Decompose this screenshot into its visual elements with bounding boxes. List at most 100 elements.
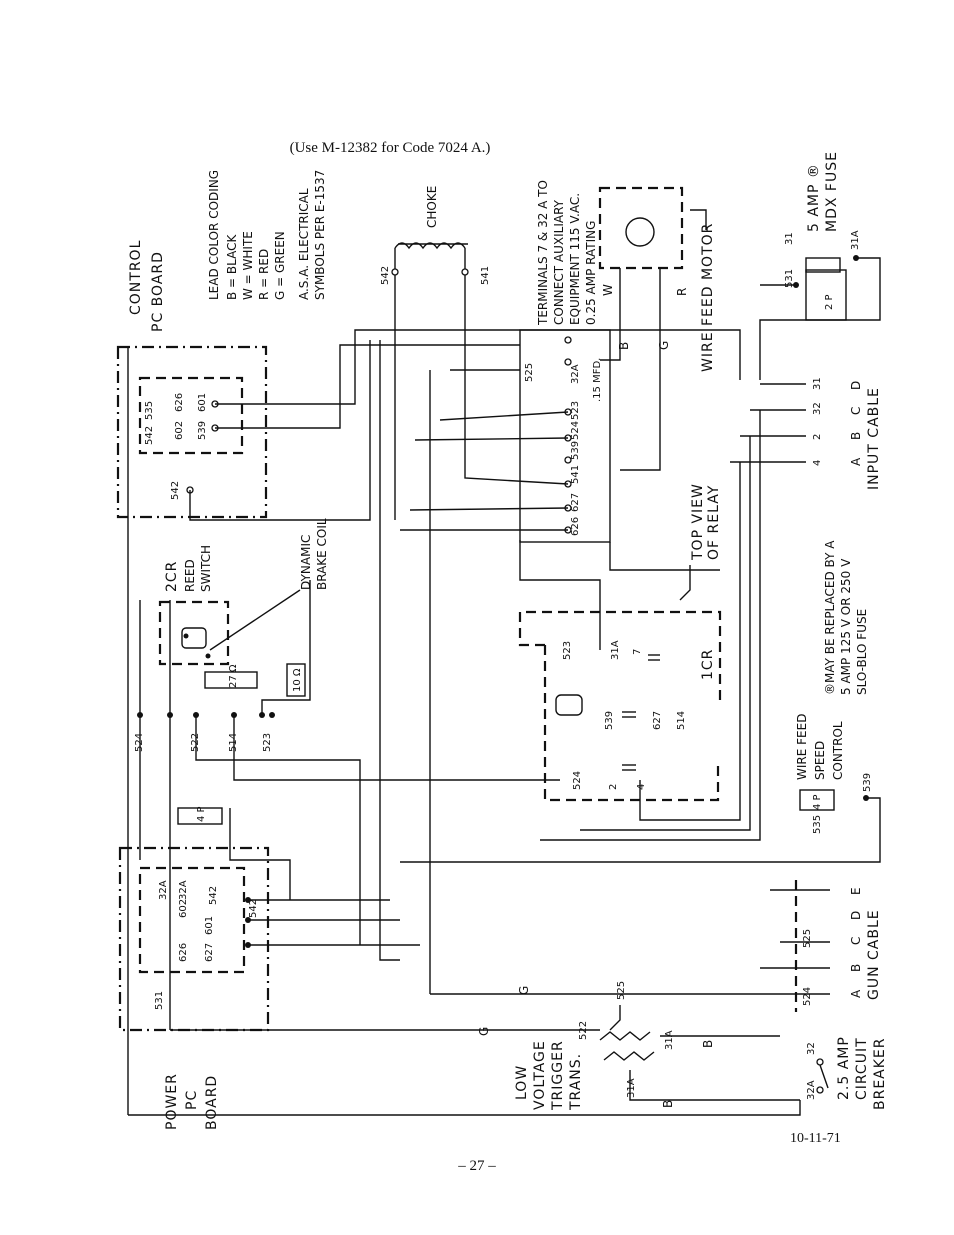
cr1-outline-top <box>518 610 722 705</box>
motor-outline <box>598 186 684 270</box>
input-cable-31: 31 <box>812 377 823 390</box>
breaker-label-3: BREAKER <box>872 1037 888 1110</box>
trans-winding-1 <box>599 1031 651 1041</box>
speed-label-2: SPEED <box>813 741 827 780</box>
relay-label-1: TOP VIEW <box>690 483 706 561</box>
speed-term-539: 539 <box>862 773 873 792</box>
gun-cable-label: GUN CABLE <box>866 909 882 1000</box>
trans-wire-g2: G <box>477 1027 491 1036</box>
asa-note-1: A.S.A. ELECTRICAL <box>297 188 311 300</box>
reed-label-reed: REED <box>183 559 197 592</box>
power-board-title-3: BOARD <box>204 1075 220 1130</box>
brake-coil-symbol <box>181 627 207 649</box>
choke-term-542: 542 <box>380 266 391 285</box>
trans-wire-b2: B <box>661 1100 675 1108</box>
trans-label-1: LOW <box>514 1065 530 1100</box>
input-cable-b: B <box>849 432 863 440</box>
brake-label-1: DYNAMIC <box>299 535 313 590</box>
color-code-black: B = BLACK <box>225 234 239 300</box>
header-note: (Use M-12382 for Code 7024 A.) <box>289 140 491 156</box>
fuse-term-531: 531 <box>784 269 795 288</box>
reed-switch: 2CR REED SWITCH DYNAMIC BRAKE COIL 27 Ω … <box>158 518 329 697</box>
circuit-breaker: 2.5 AMP CIRCUIT BREAKER 32 32A <box>806 1036 888 1110</box>
speed-label-3: CONTROL <box>831 721 845 780</box>
resistor-10-label: 10 Ω <box>292 668 303 692</box>
input-cable: INPUT CABLE D C B A 31 32 2 4 <box>730 377 882 490</box>
trans-term-31a-2: 31A <box>626 1078 637 1098</box>
cb-term-542: 542 <box>144 426 155 445</box>
speed-control: WIRE FEED SPEED CONTROL 4 P 535 539 <box>400 714 881 863</box>
small-4p-label: 4 P <box>196 806 207 822</box>
relay-term-541: 541 <box>570 465 581 484</box>
pb-term-602: 602 <box>178 899 189 918</box>
relay-term-627: 627 <box>570 493 581 512</box>
choke-label: CHOKE <box>425 186 439 228</box>
choke-coil <box>394 242 466 250</box>
relay-term-626: 626 <box>570 517 581 536</box>
cr1-coil <box>555 694 583 716</box>
breaker-label-2: CIRCUIT <box>854 1037 870 1100</box>
cr1-term-514: 514 <box>676 711 687 730</box>
reed-switch-outline <box>158 600 230 666</box>
document-date: 10-11-71 <box>790 1131 841 1146</box>
color-code-red: R = RED <box>257 249 271 300</box>
cb-term-602: 602 <box>174 421 185 440</box>
wire-523: 523 <box>262 733 273 752</box>
trans-wire-g1: G <box>517 986 531 995</box>
cb-term-535: 535 <box>144 401 155 420</box>
cr1-term-4: 4 <box>636 784 647 790</box>
fuse-label-1: 5 AMP ® <box>806 163 822 232</box>
fuse-term-31a: 31A <box>850 230 861 250</box>
resistor-27-label: 27 Ω <box>228 664 239 688</box>
control-board-title-1: CONTROL <box>128 240 144 315</box>
fuse-note-2: 5 AMP 125 V OR 250 V <box>839 558 853 695</box>
gun-cable-525: 525 <box>802 929 813 948</box>
cr1-term-539: 539 <box>604 711 615 730</box>
cb-term-601: 601 <box>197 393 208 412</box>
cr1-term-524: 524 <box>572 771 583 790</box>
pb-term-32a-1: 32A <box>158 880 169 900</box>
cb-term-626: 626 <box>174 393 185 412</box>
color-code-green: G = GREEN <box>273 231 287 300</box>
cr1-term-627: 627 <box>652 711 663 730</box>
aux-note-1: TERMINALS 7 & 32 A TO <box>536 180 550 326</box>
aux-note-3: EQUIPMENT 115 V.AC. <box>568 193 582 325</box>
breaker-label-1: 2.5 AMP <box>836 1036 852 1100</box>
lead-color-code: LEAD COLOR CODING B = BLACK W = WHITE R … <box>207 170 327 300</box>
relay-1cr: 1CR 31A 7 523 539 627 514 524 2 4 <box>518 610 722 802</box>
gun-cable-a: A <box>849 989 863 998</box>
relay-term-525: 525 <box>524 363 535 382</box>
pb-term-626: 626 <box>178 943 189 962</box>
cr1-term-31a: 31A <box>610 640 621 660</box>
relay-cap: .15 MFD. <box>592 358 603 402</box>
pb-term-627: 627 <box>204 943 215 962</box>
motor-wire-g: G <box>657 341 671 350</box>
motor-wire-b: B <box>617 342 631 350</box>
choke-term-541: 541 <box>480 266 491 285</box>
power-board-inner <box>138 866 246 974</box>
asa-note-2: SYMBOLS PER E-1537 <box>313 170 327 300</box>
relay-term-523: 523 <box>570 401 581 420</box>
fuse-replacement-note: ®MAY BE REPLACED BY A 5 AMP 125 V OR 250… <box>823 540 869 695</box>
input-cable-d: D <box>849 381 863 390</box>
breaker-term-32: 32 <box>806 1042 817 1055</box>
aux-note-2: CONNECT AUXILIARY <box>552 199 566 325</box>
fuse-note-1: ®MAY BE REPLACED BY A <box>823 540 837 695</box>
trans-winding-2 <box>603 1051 655 1061</box>
fuse-label-2: MDX FUSE <box>824 151 840 232</box>
trans-label-2: VOLTAGE <box>532 1040 548 1110</box>
power-board-outline <box>118 846 270 1032</box>
cr1-term-523: 523 <box>562 641 573 660</box>
fuse-code: 2 P <box>824 294 835 310</box>
relay-term-524: 524 <box>570 421 581 440</box>
gun-cable-e: E <box>849 887 863 895</box>
pb-term-542: 542 <box>208 886 219 905</box>
input-cable-c: C <box>849 407 863 415</box>
fuse-term-31: 31 <box>784 232 795 245</box>
color-code-title: LEAD COLOR CODING <box>207 170 221 300</box>
fuse-note-3: SLO-BLO FUSE <box>855 609 869 695</box>
motor-label: WIRE FEED MOTOR <box>700 223 716 372</box>
control-board-title-2: PC BOARD <box>150 251 166 332</box>
pb-term-601: 601 <box>204 916 215 935</box>
